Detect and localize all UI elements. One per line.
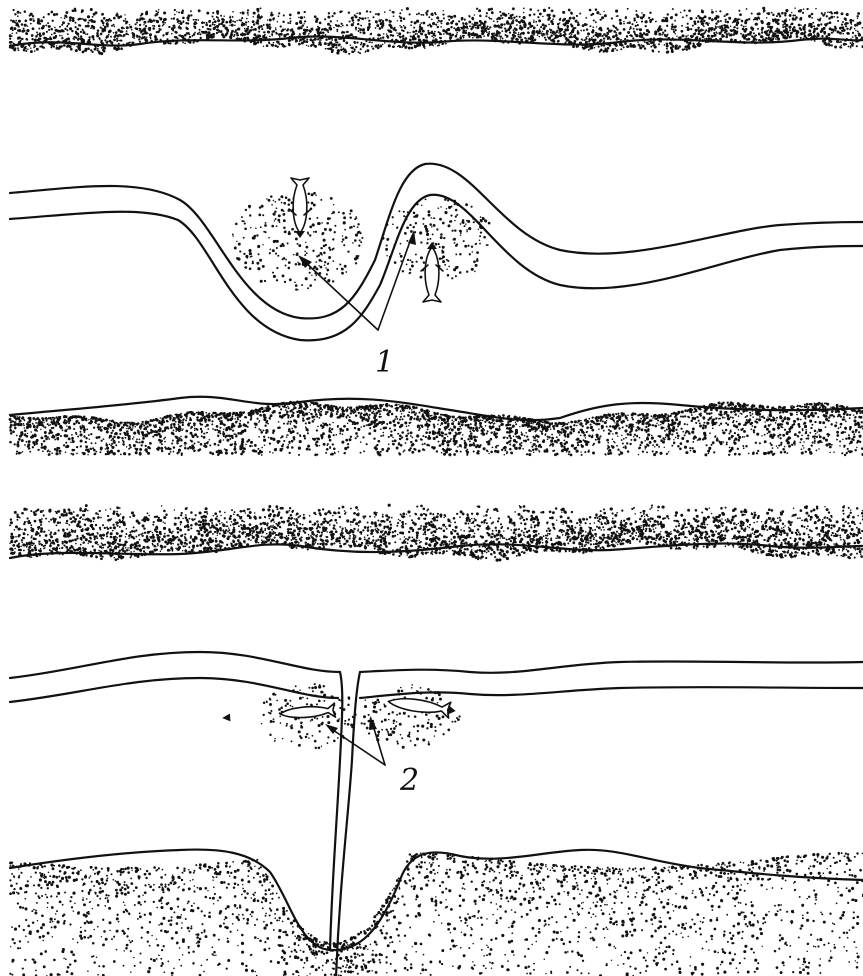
lower-ice-bottom-edge xyxy=(10,678,863,702)
upper-top-bank-stipple xyxy=(9,7,863,55)
lower-ice-top-edge xyxy=(10,652,863,678)
upper-panel: 1 xyxy=(9,7,863,457)
upper-ice-sheet: 1 xyxy=(10,164,863,380)
fish-lower-left xyxy=(222,703,336,725)
ice-crack-right xyxy=(336,672,360,976)
lower-panel: 2 xyxy=(9,504,863,976)
fish-upper-right xyxy=(421,242,443,302)
label-1: 1 xyxy=(375,345,394,380)
lower-bottom-bank xyxy=(9,850,863,976)
upper-top-bank xyxy=(9,7,863,55)
label-2: 2 xyxy=(399,763,419,798)
upper-top-bank-edge xyxy=(10,36,863,46)
upper-bottom-bank xyxy=(9,397,863,457)
upper-ice-top-edge xyxy=(10,164,863,319)
lower-ice-sheet: 2 xyxy=(10,652,863,976)
lower-top-bank xyxy=(9,504,863,562)
